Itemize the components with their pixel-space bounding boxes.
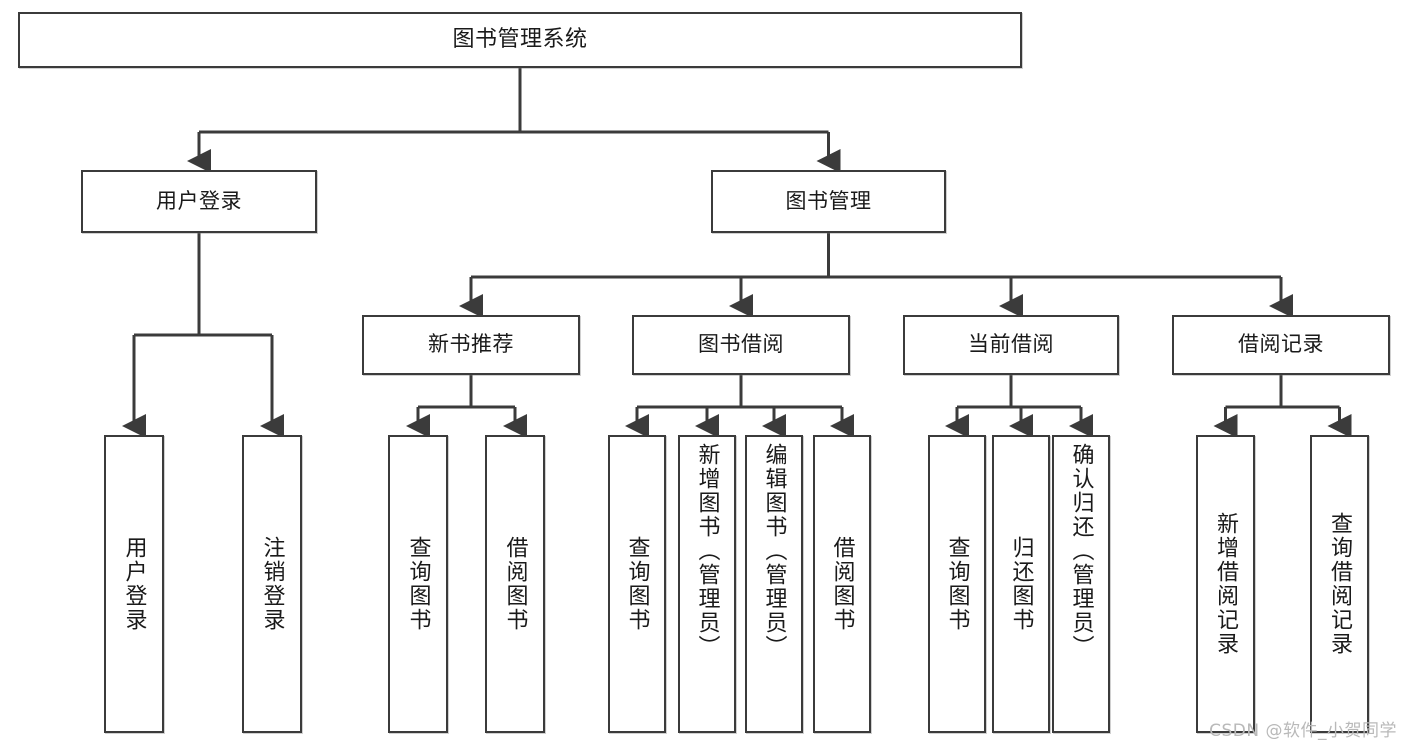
node-new-book-rec[interactable]: 新书推荐 [362,315,580,375]
node-leaf-cb-return[interactable]: 归还图书 [992,435,1050,733]
node-label: 查询图书 [405,536,431,632]
node-label: 查询图书 [944,536,970,632]
node-label: 用户登录 [156,188,242,213]
node-leaf-rec-borrow[interactable]: 借阅图书 [485,435,545,733]
node-leaf-br-query[interactable]: 查询借阅记录 [1310,435,1369,733]
node-label: 确认归还（管理员） [1068,443,1094,659]
node-leaf-bb-borrow[interactable]: 借阅图书 [813,435,871,733]
node-root[interactable]: 图书管理系统 [18,12,1022,68]
node-label: 借阅图书 [829,536,855,632]
node-leaf-bb-add[interactable]: 新增图书（管理员） [678,435,736,733]
node-label: 查询图书 [624,536,650,632]
node-current-borrow[interactable]: 当前借阅 [903,315,1119,375]
node-leaf-rec-query[interactable]: 查询图书 [388,435,448,733]
node-label: 归还图书 [1008,536,1034,632]
node-label: 图书管理 [785,188,872,213]
node-label: 注销登录 [259,536,285,632]
node-label: 查询借阅记录 [1327,512,1353,656]
node-leaf-bb-edit[interactable]: 编辑图书（管理员） [745,435,803,733]
node-label: 当前借阅 [968,332,1054,357]
node-user-login[interactable]: 用户登录 [81,170,317,233]
watermark: CSDN @软件_小贺同学 [1209,721,1397,741]
node-leaf-user-login[interactable]: 用户登录 [104,435,164,733]
node-label: 编辑图书（管理员） [761,443,787,659]
node-label: 借阅记录 [1238,332,1324,357]
node-leaf-br-add[interactable]: 新增借阅记录 [1196,435,1255,733]
node-label: 图书管理系统 [452,26,588,52]
node-book-borrow[interactable]: 图书借阅 [632,315,850,375]
node-label: 图书借阅 [698,332,784,357]
node-label: 用户登录 [121,536,147,632]
node-leaf-bb-query[interactable]: 查询图书 [608,435,666,733]
node-label: 借阅图书 [502,536,528,632]
node-leaf-cb-query[interactable]: 查询图书 [928,435,986,733]
node-label: 新增图书（管理员） [694,443,720,659]
node-leaf-cb-confirm[interactable]: 确认归还（管理员） [1052,435,1110,733]
node-book-manage[interactable]: 图书管理 [711,170,946,233]
node-leaf-user-logout[interactable]: 注销登录 [242,435,302,733]
node-borrow-record[interactable]: 借阅记录 [1172,315,1390,375]
node-label: 新书推荐 [428,332,514,357]
node-label: 新增借阅记录 [1213,512,1239,656]
